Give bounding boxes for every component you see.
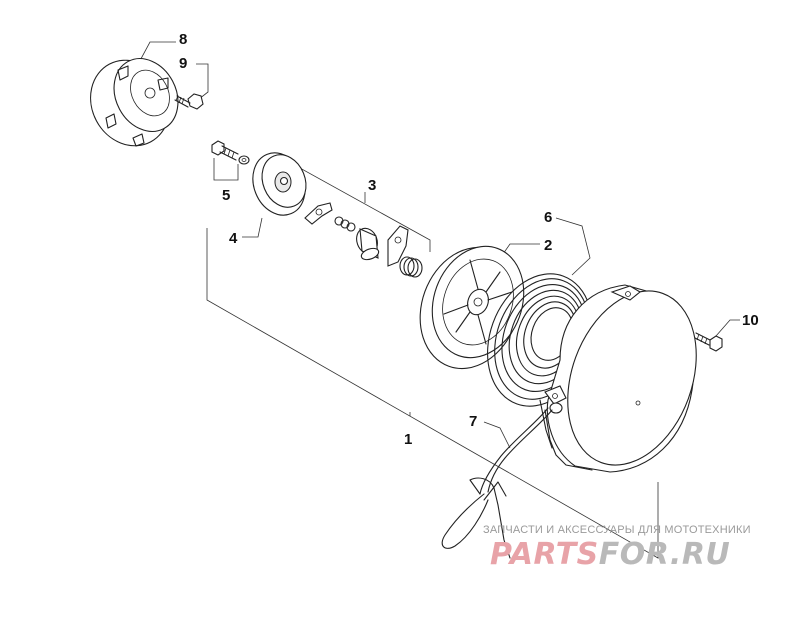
callout-3: 3 — [368, 177, 376, 194]
watermark-logo: PARTSFOR.RU — [490, 537, 730, 572]
callout-10: 10 — [742, 312, 759, 329]
part-7-starter-rope — [441, 407, 553, 559]
callout-4: 4 — [229, 230, 238, 247]
part-10-bolt — [694, 332, 723, 352]
callout-8: 8 — [179, 31, 187, 48]
part-9-bolt — [174, 93, 204, 110]
part-1-starter-housing — [539, 284, 697, 473]
callout-2: 2 — [544, 237, 552, 254]
callout-9: 9 — [179, 55, 187, 72]
watermark-caption: ЗАПЧАСТИ И АКСЕССУАРЫ ДЛЯ МОТОТЕХНИКИ — [483, 524, 751, 536]
callout-7: 7 — [469, 413, 477, 430]
watermark-logo-part2: FOR.RU — [598, 537, 731, 572]
part-5-bolt-washer — [211, 140, 250, 165]
part-3-ratchet-kit — [304, 202, 423, 278]
callout-1: 1 — [404, 431, 412, 448]
part-2-reel — [419, 245, 525, 370]
part-4-friction-plate — [252, 152, 307, 216]
callout-6: 6 — [544, 209, 552, 226]
part-8-cam — [90, 58, 179, 147]
callout-5: 5 — [222, 187, 230, 204]
callouts: 1 2 3 4 5 6 7 8 9 10 — [179, 31, 759, 448]
watermark-logo-part1: PARTS — [490, 537, 599, 572]
